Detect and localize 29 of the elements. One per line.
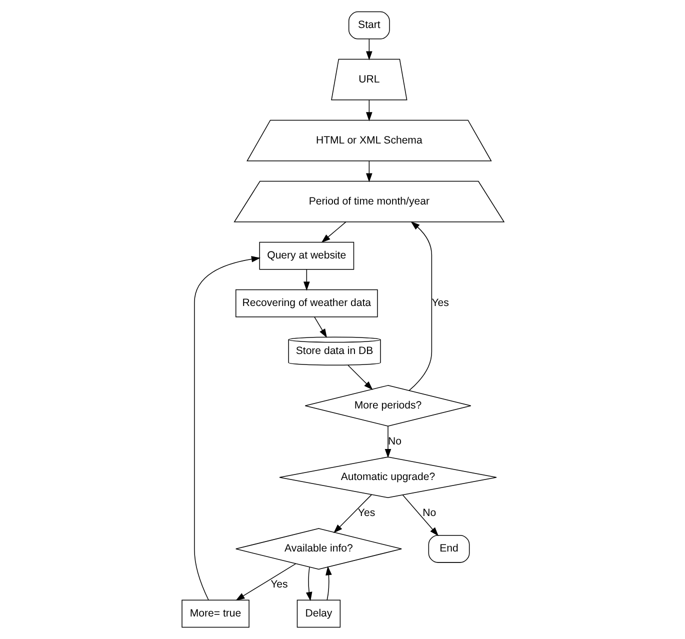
arrow [366, 38, 372, 60]
arrow [235, 563, 296, 601]
edge-label: No [422, 506, 436, 519]
arrow [320, 222, 346, 243]
edge-label: Yes [357, 506, 375, 519]
node-box: Delay [296, 600, 340, 628]
arrow [366, 100, 372, 122]
arrow [402, 494, 438, 536]
edge-label: No [388, 435, 402, 448]
node-box: Recovering of weather data [234, 289, 378, 318]
arrow [347, 364, 372, 390]
arrow [303, 269, 310, 291]
node-diamond: More periods? [304, 385, 471, 426]
arrow [384, 426, 391, 458]
arrow [366, 160, 372, 182]
edge-label: Yes [431, 297, 448, 310]
node-box: End [428, 534, 470, 563]
arrow [305, 566, 312, 602]
arrow [408, 221, 432, 391]
arrow [333, 494, 372, 534]
arrow [194, 256, 260, 600]
node-diamond: Available info? [234, 528, 402, 570]
arrow [325, 566, 332, 600]
node-box: Start [348, 11, 390, 40]
arrow [314, 316, 326, 338]
edge-label: Yes [270, 578, 288, 590]
node-diamond: Automatic upgrade? [278, 456, 496, 498]
node-box: Query at website [258, 242, 354, 270]
node-box: More= true [181, 600, 249, 628]
